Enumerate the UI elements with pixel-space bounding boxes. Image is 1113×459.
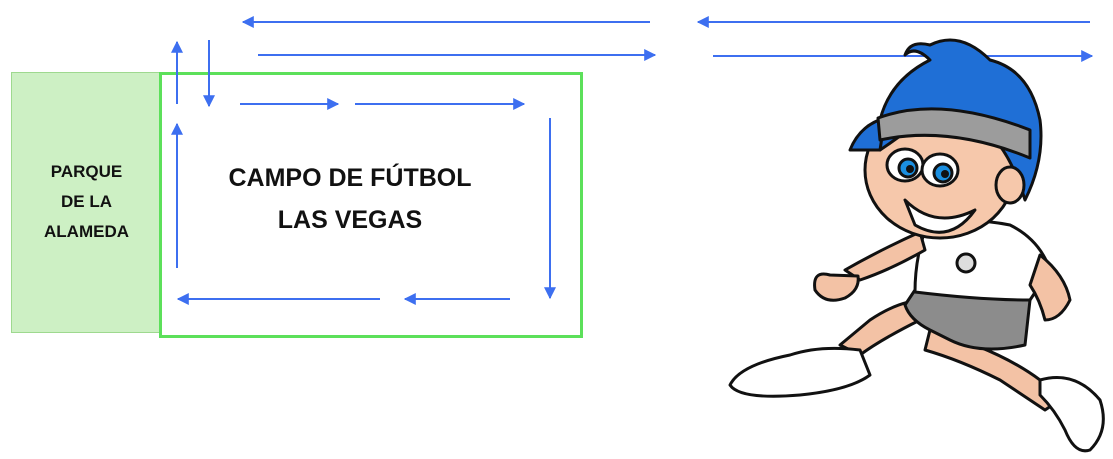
park-label: PARQUE DE LA ALAMEDA: [12, 157, 161, 247]
football-field: CAMPO DE FÚTBOL LAS VEGAS: [159, 72, 583, 338]
park-label-line: ALAMEDA: [44, 222, 129, 241]
park-area: PARQUE DE LA ALAMEDA: [11, 72, 160, 333]
field-label-line: LAS VEGAS: [277, 206, 423, 234]
park-label-line: PARQUE: [50, 162, 123, 181]
field-label: CAMPO DE FÚTBOL LAS VEGAS: [200, 157, 500, 241]
field-label-line: CAMPO DE FÚTBOL: [228, 164, 472, 192]
park-label-line: DE LA: [61, 192, 112, 211]
